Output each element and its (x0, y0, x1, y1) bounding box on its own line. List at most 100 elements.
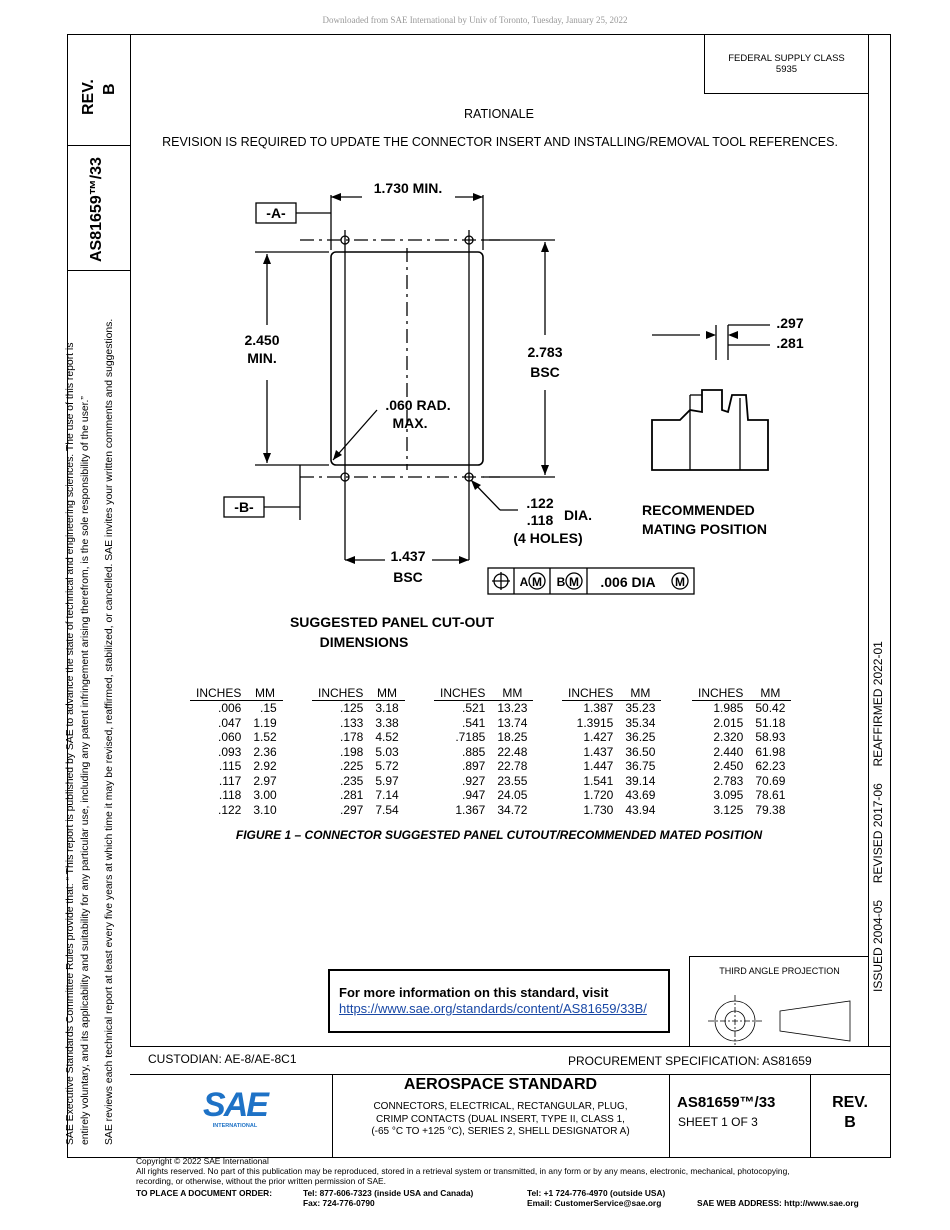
table-row: .006.15 (217, 701, 277, 715)
tel-intl: Tel: +1 724-776-4970 (outside USA) (527, 1188, 666, 1198)
cutout-label-2: DIMENSIONS (320, 634, 409, 650)
projection-symbol-icon (708, 995, 851, 1045)
info-text: For more information on this standard, v… (339, 985, 609, 1000)
procurement-spec: PROCUREMENT SPECIFICATION: AS81659 (568, 1054, 812, 1068)
figure-caption: FIGURE 1 – CONNECTOR SUGGESTED PANEL CUT… (235, 828, 763, 842)
mate-label-1: RECOMMENDED (642, 502, 755, 518)
supply-class-number: 5935 (775, 64, 798, 75)
document-heading: AEROSPACE STANDARD (403, 1076, 598, 1093)
sheet-number: SHEET 1 OF 3 (678, 1115, 758, 1129)
web-address[interactable]: SAE WEB ADDRESS: http://www.sae.org (697, 1198, 859, 1208)
tol-modifier: M (675, 575, 685, 589)
download-header: Downloaded from SAE International by Uni… (322, 15, 628, 25)
tol-value: .006 DIA (600, 574, 655, 590)
holes-1: .122 (526, 495, 553, 511)
projection-label: THIRD ANGLE PROJECTION (719, 966, 840, 976)
title-rev: REV. B (832, 1094, 868, 1131)
copyright: Copyright © 2022 SAE International (136, 1156, 269, 1166)
rights-2: recording, or otherwise, without the pri… (136, 1176, 386, 1186)
panel-cutout-drawing: 1.730 MIN. -A- -B- 2.450 MIN. 2.783 BSC … (223, 180, 804, 650)
tol-modifier: M (569, 575, 579, 589)
dim-height-1: 2.450 (244, 332, 279, 348)
rationale-text: REVISION IS REQUIRED TO UPDATE THE CONNE… (162, 135, 838, 149)
mate-label-2: MATING POSITION (642, 521, 767, 537)
rights-1: All rights reserved. No part of this pub… (136, 1166, 790, 1176)
federal-supply-class-box: FEDERAL SUPPLY CLASS 5935 (704, 34, 868, 94)
dim-height-2: MIN. (247, 350, 277, 366)
rationale-title: RATIONALE (464, 107, 534, 121)
left-column-divider (130, 34, 131, 1046)
doc-number: AS81659™/33 (677, 1094, 776, 1111)
page-frame (67, 34, 891, 1158)
mate-dim-2: .281 (776, 335, 803, 351)
tol-modifier: M (532, 575, 542, 589)
projection-box: THIRD ANGLE PROJECTION (689, 956, 869, 1046)
mate-dim-1: .297 (776, 315, 803, 331)
issue-dates: ISSUED 2004-05 REVISED 2017-06 REAFFIRME… (871, 641, 885, 992)
right-column-divider (868, 34, 869, 1046)
tol-datum-a: A (520, 575, 529, 589)
hole-spacing-2: BSC (393, 569, 423, 585)
dim-bsc-2: BSC (530, 364, 560, 380)
holes-dia: DIA. (564, 507, 592, 523)
supply-class-label: FEDERAL SUPPLY CLASS (728, 53, 845, 64)
info-link[interactable]: https://www.sae.org/standards/content/AS… (339, 1001, 647, 1016)
sae-logo: SAE INTERNATIONAL (203, 1086, 269, 1129)
tel-us: Tel: 877-606-7323 (inside USA and Canada… (303, 1188, 474, 1198)
tol-datum-b: B (557, 575, 566, 589)
order-label: TO PLACE A DOCUMENT ORDER: (136, 1188, 273, 1198)
datum-a: -A- (266, 205, 286, 221)
info-box: For more information on this standard, v… (328, 969, 670, 1033)
fax: Fax: 724-776-0790 (303, 1198, 375, 1208)
holes-2: .118 (527, 512, 554, 528)
datum-b: -B- (234, 499, 254, 515)
cutout-label-1: SUGGESTED PANEL CUT-OUT (290, 614, 495, 630)
hole-spacing-1: 1.437 (390, 548, 425, 564)
email[interactable]: Email: CustomerService@sae.org (527, 1198, 662, 1208)
rad-2: MAX. (393, 415, 428, 431)
footer: Copyright © 2022 SAE International All r… (136, 1156, 896, 1186)
document-description: CONNECTORS, ELECTRICAL, RECTANGULAR, PLU… (371, 1101, 630, 1137)
